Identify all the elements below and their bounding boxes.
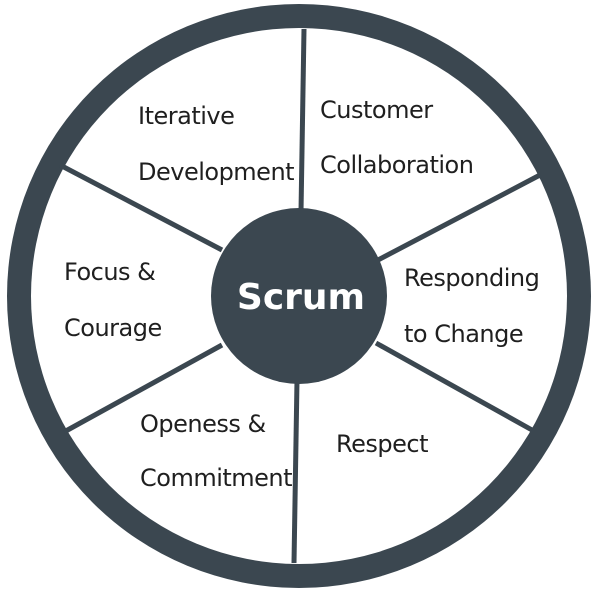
segment-label-line2: Commitment [140, 464, 292, 492]
segment-responding-to-change: Responding to Change [404, 264, 540, 348]
segment-label-line1: Focus & [64, 258, 155, 286]
hub-label: Scrum [237, 277, 365, 318]
segment-focus-courage: Focus & Courage [64, 258, 162, 342]
segment-respect: Respect [336, 430, 429, 458]
segment-label-line2: Courage [64, 314, 162, 342]
segment-customer-collaboration: Customer Collaboration [320, 96, 474, 179]
spoke-top [298, 28, 307, 213]
segment-label-line1: Responding [404, 264, 539, 292]
spoke-top-right [376, 172, 542, 263]
segment-label-line2: to Change [404, 320, 523, 348]
segment-label-line1: Respect [336, 430, 428, 458]
segment-openess-commitment: Openess & Commitment [140, 410, 293, 492]
segment-label-line2: Collaboration [320, 151, 473, 179]
segment-label-line2: Development [138, 158, 294, 186]
segment-label-line1: Customer [320, 96, 433, 124]
spoke-top-left [58, 162, 224, 253]
segment-label-line1: Openess & [140, 410, 266, 438]
spoke-bottom [291, 379, 300, 564]
segment-iterative-development: Iterative Development [138, 102, 295, 186]
hub-circle [211, 208, 387, 384]
spoke-bottom-left [62, 342, 224, 435]
spoke-bottom-right [374, 340, 534, 433]
segment-label-line1: Iterative [138, 102, 234, 130]
